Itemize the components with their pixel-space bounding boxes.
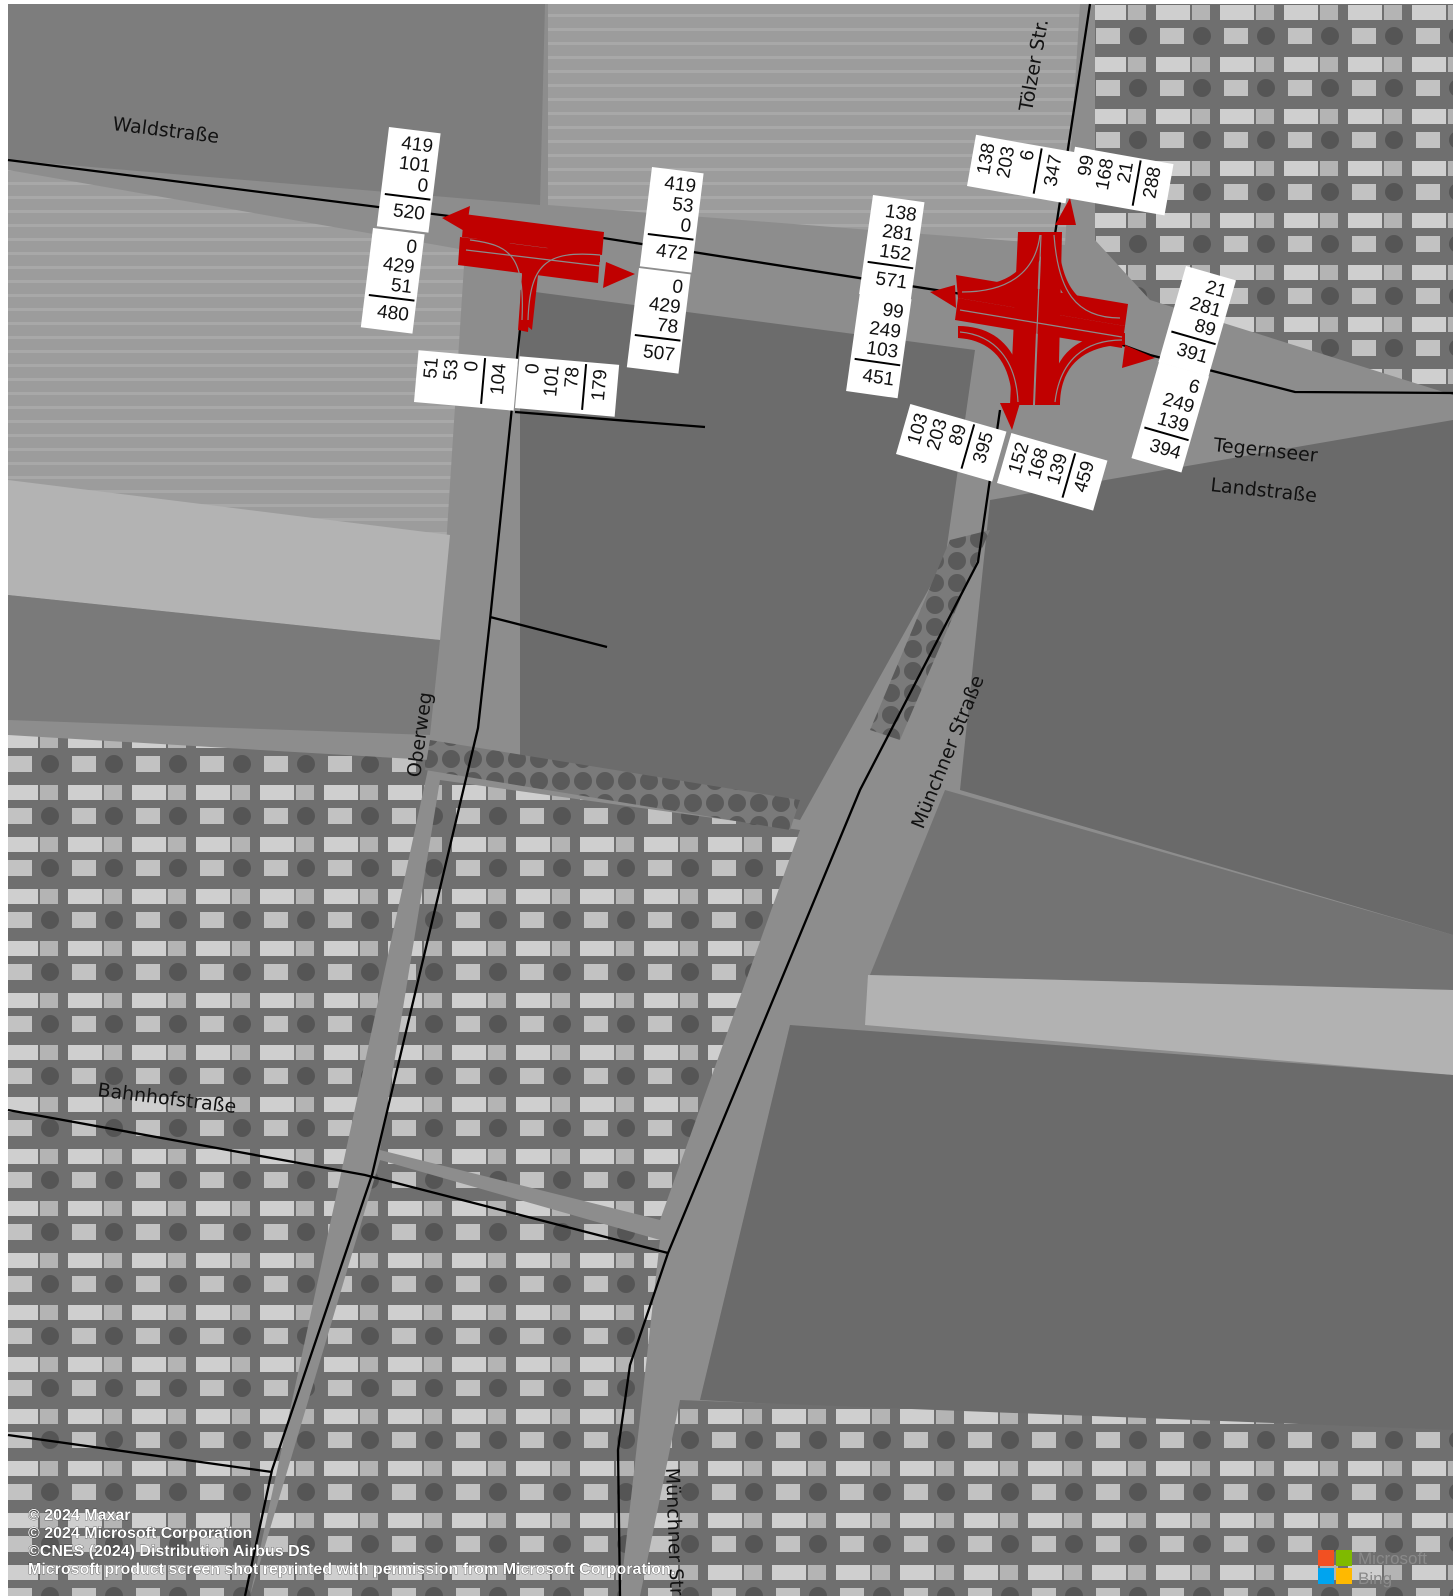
- logo-square-blue-icon: [1318, 1568, 1334, 1584]
- svg-text:51: 51: [390, 275, 414, 298]
- svg-text:152: 152: [878, 241, 912, 266]
- flow-lines-east: [959, 234, 1123, 403]
- count-box-east-south-in: 103 203 89 395: [896, 404, 1007, 482]
- svg-text:520: 520: [392, 200, 426, 225]
- road-bahnhofstrasse[interactable]: [7, 1108, 669, 1255]
- svg-text:249: 249: [868, 318, 902, 343]
- attribution-permission: Microsoft product screen shot reprinted …: [28, 1561, 675, 1578]
- svg-text:99: 99: [1074, 153, 1098, 177]
- count-box-east-west-out: 138 281 152 571: [859, 195, 925, 302]
- svg-text:78: 78: [656, 315, 680, 338]
- svg-text:0: 0: [679, 215, 692, 237]
- attribution-maxar: © 2024 Maxar: [28, 1507, 131, 1524]
- svg-text:281: 281: [881, 221, 915, 246]
- svg-text:21: 21: [1114, 160, 1138, 184]
- svg-text:429: 429: [382, 254, 416, 279]
- count-box-east-north-out: 99 168 21 288: [1066, 146, 1174, 216]
- bing-logo-text: Microsoft: [1358, 1549, 1427, 1568]
- flow-lines-west: [465, 239, 601, 321]
- svg-text:429: 429: [648, 294, 682, 319]
- road-oberweg-spur-1[interactable]: [514, 410, 706, 429]
- svg-text:53: 53: [671, 194, 695, 217]
- attribution: © 2024 Maxar © 2024 Microsoft Corporatio…: [28, 1507, 676, 1579]
- attribution-cnes: ©CNES (2024) Distribution Airbus DS: [28, 1543, 311, 1560]
- svg-text:99: 99: [881, 299, 905, 323]
- svg-text:103: 103: [865, 338, 899, 363]
- svg-text:0: 0: [461, 360, 483, 372]
- svg-text:0: 0: [671, 276, 684, 298]
- svg-text:0: 0: [405, 236, 418, 258]
- count-box-east-north-in: 138 203 6 347: [967, 134, 1075, 204]
- label-muenchner-str: Münchner Str: [661, 1467, 687, 1596]
- svg-text:78: 78: [561, 366, 584, 389]
- svg-text:451: 451: [861, 365, 895, 390]
- road-oberweg[interactable]: [243, 309, 524, 1596]
- svg-text:104: 104: [487, 362, 511, 396]
- svg-text:571: 571: [874, 268, 908, 293]
- count-box-west-south-out: 0 101 78 179: [515, 356, 620, 417]
- count-box-west-east-in: 0 429 78 507: [626, 268, 691, 374]
- bing-logo-text-2: Bing: [1358, 1569, 1392, 1588]
- logo-square-red-icon: [1318, 1550, 1334, 1566]
- svg-text:507: 507: [642, 341, 676, 366]
- count-box-west-east-out: 419 53 0 472: [639, 167, 704, 273]
- svg-text:480: 480: [376, 301, 410, 326]
- count-box-east-east-out: 6 249 139 394: [1131, 362, 1209, 473]
- svg-text:419: 419: [400, 133, 434, 158]
- count-box-west-south-in: 51 53 0 104: [414, 350, 519, 411]
- bing-logo[interactable]: Microsoft Bing: [1318, 1549, 1427, 1588]
- count-box-west-west-in: 0 429 51 480: [360, 228, 425, 334]
- svg-text:101: 101: [540, 364, 564, 397]
- svg-text:138: 138: [884, 201, 918, 226]
- flow-junction-west[interactable]: [442, 206, 635, 332]
- count-box-west-west-out: 419 101 0 520: [376, 126, 441, 233]
- road-south-west[interactable]: [7, 1433, 273, 1474]
- count-box-east-east-in: 21 281 89 391: [1158, 266, 1236, 377]
- svg-text:0: 0: [416, 175, 429, 197]
- svg-text:179: 179: [588, 368, 612, 401]
- svg-text:6: 6: [1016, 148, 1039, 162]
- count-box-east-west-in: 99 249 103 451: [846, 292, 912, 399]
- svg-text:53: 53: [440, 358, 463, 381]
- svg-text:472: 472: [655, 240, 689, 265]
- logo-square-green-icon: [1336, 1550, 1352, 1566]
- count-box-east-south-out: 152 168 139 459: [997, 433, 1108, 511]
- svg-text:101: 101: [398, 153, 432, 178]
- logo-square-yellow-icon: [1336, 1568, 1352, 1584]
- road-oberweg-spur-2[interactable]: [489, 615, 608, 649]
- attribution-microsoft: © 2024 Microsoft Corporation: [28, 1525, 252, 1542]
- svg-text:51: 51: [420, 357, 443, 380]
- svg-text:419: 419: [663, 173, 697, 198]
- svg-text:0: 0: [522, 363, 544, 375]
